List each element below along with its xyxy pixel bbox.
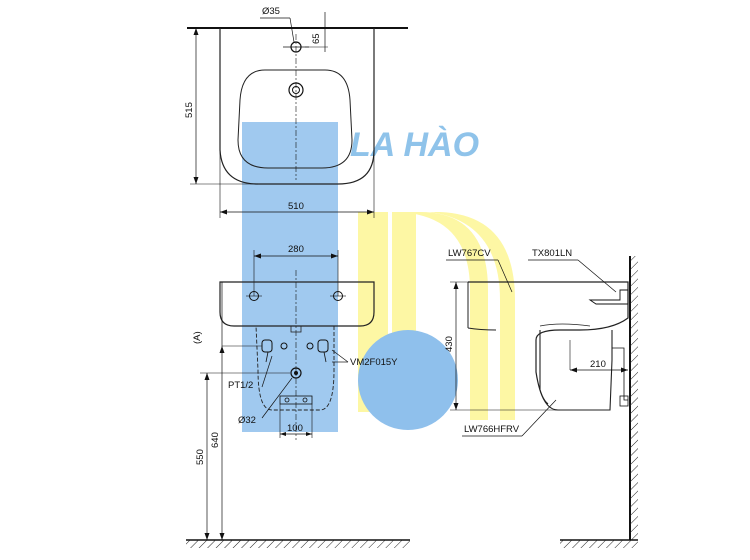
pedestal-label: LW766HFRV: [464, 424, 520, 435]
bolt-spacing-label: 280: [288, 244, 304, 255]
wall-hatch: [630, 256, 638, 540]
height-640-label: 640: [210, 432, 221, 448]
side-view: 210 430 LW767CV TX801LN LW766HFRV: [444, 248, 638, 548]
wall-offset-label: 210: [590, 359, 606, 370]
depth-label: 515: [184, 102, 195, 118]
watermark-yellow-arch-2: [430, 212, 515, 420]
bowl-outline: [237, 69, 353, 169]
basin-outline-top: [219, 28, 375, 185]
dim-a-label: (A): [192, 331, 203, 344]
drain-diameter-label: Ø32: [238, 415, 256, 426]
drain-height-label: 430: [444, 336, 455, 352]
watermark: LA HÀO: [242, 122, 515, 432]
top-view: Ø35 65 515 510: [184, 6, 408, 218]
pipe-thread-label: PT1/2: [228, 380, 253, 391]
drain-hole-top: [288, 82, 304, 98]
basin-front: [219, 281, 375, 327]
floor-hatch-right: [560, 540, 638, 548]
hole-diameter-label: Ø35: [262, 6, 280, 17]
floor-hatch-left: [186, 540, 410, 548]
watermark-blue-circle: [358, 330, 458, 430]
drain-front: [290, 367, 302, 379]
watermark-text: LA HÀO: [350, 126, 479, 164]
width-label: 510: [288, 201, 304, 212]
basin-label: LW767CV: [448, 248, 491, 259]
valve-label: VM2F015Y: [350, 357, 398, 368]
drain-spacing-label: 100: [287, 423, 303, 434]
faucet-side: [588, 289, 629, 305]
front-view: 280 (A) 640: [186, 244, 410, 548]
watermark-yellow-arch: [392, 212, 488, 420]
height-550-label: 550: [195, 449, 206, 465]
faucet-label: TX801LN: [532, 248, 572, 259]
pedestal-side: [539, 330, 613, 411]
hole-offset-label: 65: [311, 33, 322, 44]
